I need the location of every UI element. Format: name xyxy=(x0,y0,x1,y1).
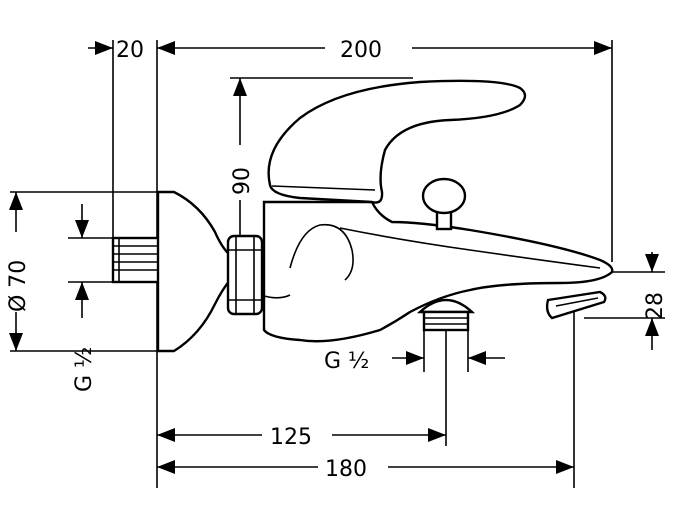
arrowhead xyxy=(157,428,175,442)
body-base-detail xyxy=(263,294,291,299)
dimension-thread-left: G ½ xyxy=(72,204,97,392)
dim-label-diameter-70: Ø 70 xyxy=(6,260,31,312)
arrowhead xyxy=(75,282,89,300)
wall-thread-connector xyxy=(111,236,161,284)
arrowhead xyxy=(468,351,486,365)
arrowhead xyxy=(75,220,89,238)
lever-handle xyxy=(267,79,527,204)
arrowhead xyxy=(594,41,612,55)
dim-label-90: 90 xyxy=(230,167,255,195)
arrowhead xyxy=(406,351,424,365)
arrowhead xyxy=(233,78,247,96)
faucet-drawing xyxy=(111,79,614,353)
dim-label-thread-bottom: G ½ xyxy=(324,349,369,374)
arrowhead xyxy=(95,41,113,55)
union-nut xyxy=(226,234,264,316)
dim-label-200: 200 xyxy=(340,38,382,63)
spout-aerator xyxy=(545,290,607,320)
arrowhead xyxy=(428,428,446,442)
dimension-diameter-70: Ø 70 xyxy=(6,192,31,351)
dimension-200: 200 xyxy=(157,38,612,63)
wall-escutcheon xyxy=(156,190,232,353)
arrowhead xyxy=(157,460,175,474)
arrowhead xyxy=(645,318,659,336)
dim-label-20: 20 xyxy=(116,38,144,63)
dim-label-28: 28 xyxy=(643,292,668,320)
dimension-125: 125 xyxy=(157,425,446,450)
body-spout-detail xyxy=(339,227,601,269)
dim-label-180: 180 xyxy=(325,457,367,482)
dimension-180: 180 xyxy=(157,457,574,482)
dim-label-125: 125 xyxy=(270,425,312,450)
diverter-knob xyxy=(421,177,467,231)
arrowhead xyxy=(645,254,659,272)
body-curve-detail xyxy=(289,223,354,281)
arrowhead xyxy=(9,192,23,210)
dim-label-thread-left: G ½ xyxy=(72,347,97,392)
arrowhead xyxy=(9,333,23,351)
dimension-28: 28 xyxy=(643,252,668,350)
arrowhead xyxy=(556,460,574,474)
lever-base-detail xyxy=(271,185,376,191)
dimension-20: 20 xyxy=(88,38,175,63)
dimension-thread-bottom: G ½ xyxy=(324,349,505,374)
hose-outlet xyxy=(416,298,476,332)
